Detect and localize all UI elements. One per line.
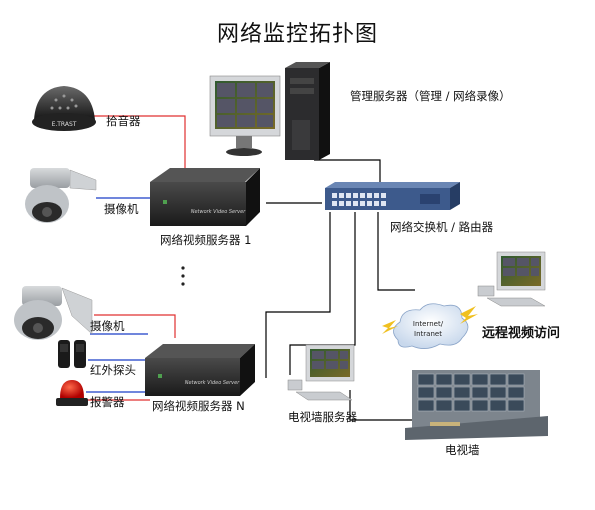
label-ir-probe: 红外探头 xyxy=(90,363,136,377)
videowall-server-pc-icon xyxy=(287,344,355,401)
management-network-line xyxy=(314,159,381,186)
lightning-left-icon xyxy=(382,320,398,334)
diagram-title: 网络监控拓扑图 xyxy=(216,22,378,47)
remote-pc-icon xyxy=(477,251,546,307)
management-server-icon xyxy=(209,62,330,160)
label-camera-n: 摄像机 xyxy=(90,319,125,333)
network-video-server-1-icon: Network Video Server xyxy=(150,168,260,226)
nvs-1-front-text: Network Video Server xyxy=(191,209,247,215)
alarm-siren-icon xyxy=(56,380,88,406)
cloud-line-2: Intranet xyxy=(414,330,442,338)
network-switch-icon xyxy=(325,182,460,210)
speed-dome-camera-n-icon xyxy=(14,286,93,340)
lightning-right-icon xyxy=(460,306,478,324)
label-server-n: 网络视频服务器 N xyxy=(152,399,245,413)
label-camera-1: 摄像机 xyxy=(104,202,139,216)
infrared-probe-icon xyxy=(58,340,86,368)
mic-brand-text: E.TRAST xyxy=(52,121,77,128)
microphone-audio-line xyxy=(94,115,186,168)
label-alarm: 报警器 xyxy=(90,395,125,409)
camera-n-alarm-line xyxy=(94,314,176,338)
label-management-server: 管理服务器（管理 / 网络录像） xyxy=(350,89,511,103)
speed-dome-camera-icon xyxy=(25,168,97,223)
videowall-icon xyxy=(405,370,548,440)
label-microphone: 拾音器 xyxy=(106,114,141,128)
microphone-icon: E.TRAST xyxy=(32,86,96,131)
nvs-n-front-text: Network Video Server xyxy=(185,380,241,386)
label-remote-access: 远程视频访问 xyxy=(482,326,561,341)
network-video-server-n-icon: Network Video Server xyxy=(145,344,255,396)
remote-network-line xyxy=(377,212,415,291)
cloud-line-1: Internet/ xyxy=(413,320,444,328)
internet-cloud-icon: Internet/ Intranet xyxy=(382,303,478,349)
videowall-network-line xyxy=(349,390,415,421)
label-videowall: 电视墙 xyxy=(445,443,480,457)
label-videowall-server: 电视墙服务器 xyxy=(288,410,357,424)
server-n-network-line xyxy=(265,212,331,378)
label-switch: 网络交换机 / 路由器 xyxy=(390,220,494,234)
label-server-1: 网络视频服务器 1 xyxy=(160,233,252,247)
more-servers-dots xyxy=(181,266,185,286)
